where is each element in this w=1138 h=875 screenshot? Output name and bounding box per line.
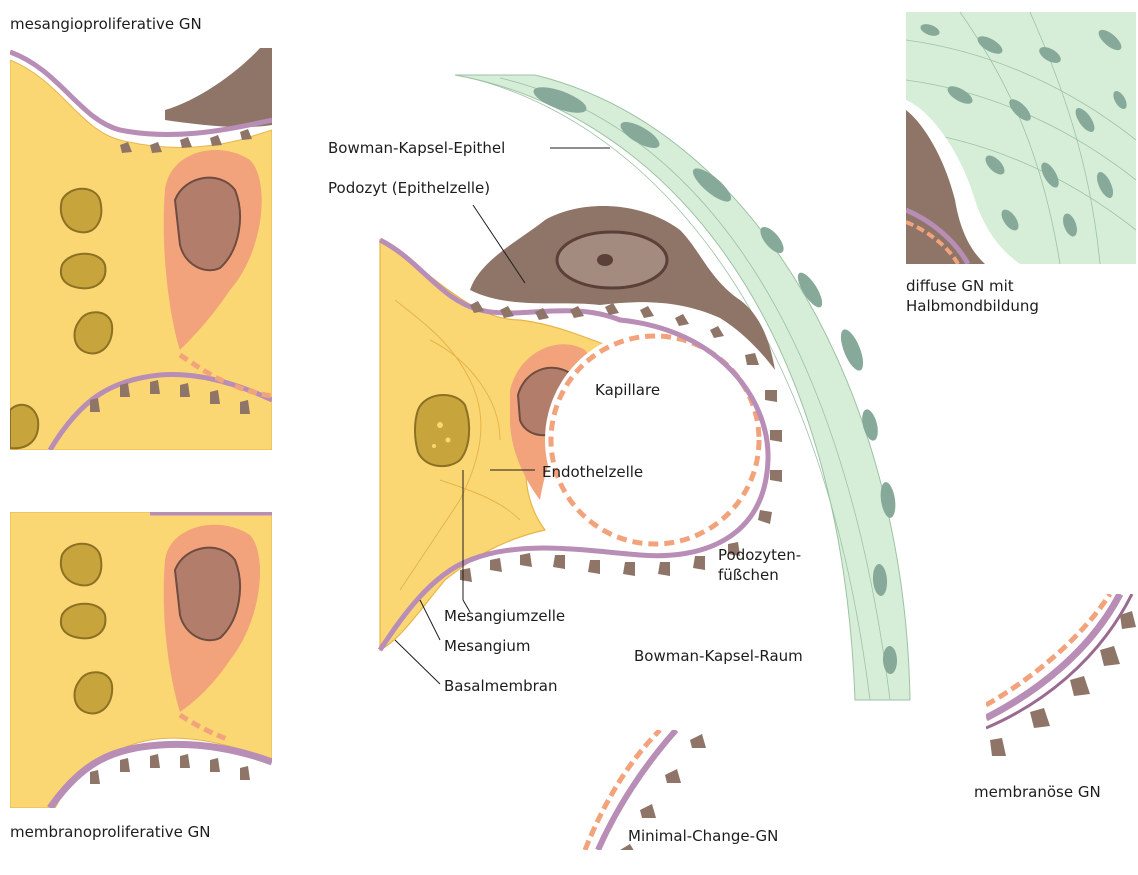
label-kapillare: Kapillare: [595, 380, 660, 400]
label-mesangium: Mesangium: [444, 636, 531, 656]
label-mesangiumzelle: Mesangiumzelle: [444, 606, 565, 626]
label-podozytenfuesschen: Podozyten-füßchen: [718, 545, 828, 585]
label-basalmembran: Basalmembran: [444, 676, 558, 696]
label-podozyt: Podozyt (Epithelzelle): [328, 178, 490, 198]
panel-membranoproliferative: [10, 512, 272, 808]
label-bowman-raum: Bowman-Kapsel-Raum: [634, 646, 803, 666]
label-membranous: membranöse GN: [974, 782, 1101, 802]
label-bowman-epithel: Bowman-Kapsel-Epithel: [328, 138, 505, 158]
label-membranoproliferative: membranoproliferative GN: [10, 822, 211, 842]
panel-diffuse-crescent: [906, 12, 1136, 264]
label-mesangioproliferative: mesangioproliferative GN: [10, 14, 202, 34]
panel-mesangioproliferative: [10, 48, 272, 450]
label-minimal-change: Minimal-Change-GN: [628, 826, 778, 846]
label-diffuse-crescent: diffuse GN mit Halbmondbildung: [906, 276, 1056, 316]
label-endothelzelle: Endothelzelle: [542, 462, 643, 482]
panel-membranous: [986, 594, 1136, 766]
